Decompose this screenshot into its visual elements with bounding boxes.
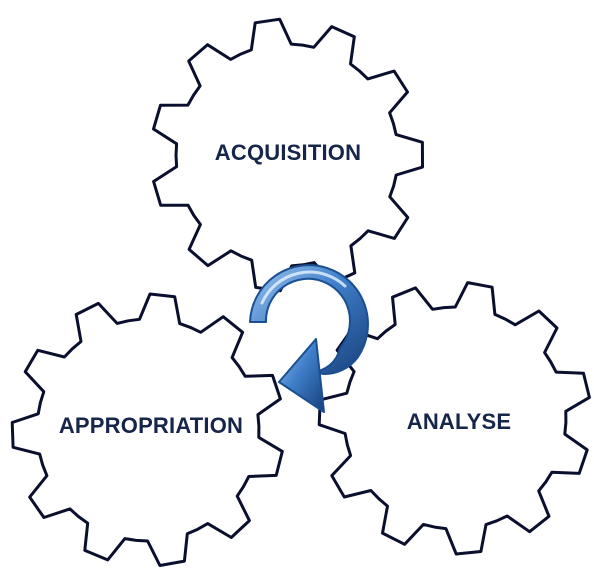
gear-appropriation: APPROPRIATION: [10, 292, 284, 567]
gear-acquisition-label: ACQUISITION: [215, 140, 361, 165]
cycle-arrow-head: [278, 338, 325, 413]
gear-appropriation-label: APPROPRIATION: [59, 413, 243, 438]
gear-appropriation-outline: [10, 292, 284, 567]
cycle-arrow-icon: [249, 264, 369, 413]
gear-acquisition: ACQUISITION: [152, 17, 424, 293]
gear-analyse-label: ANALYSE: [407, 409, 512, 434]
cycle-arrow-arc: [249, 264, 369, 376]
cycle-arrow-highlight: [260, 270, 347, 305]
gear-analyse-outline: [317, 281, 591, 556]
gear-analyse: ANALYSE: [317, 281, 591, 556]
